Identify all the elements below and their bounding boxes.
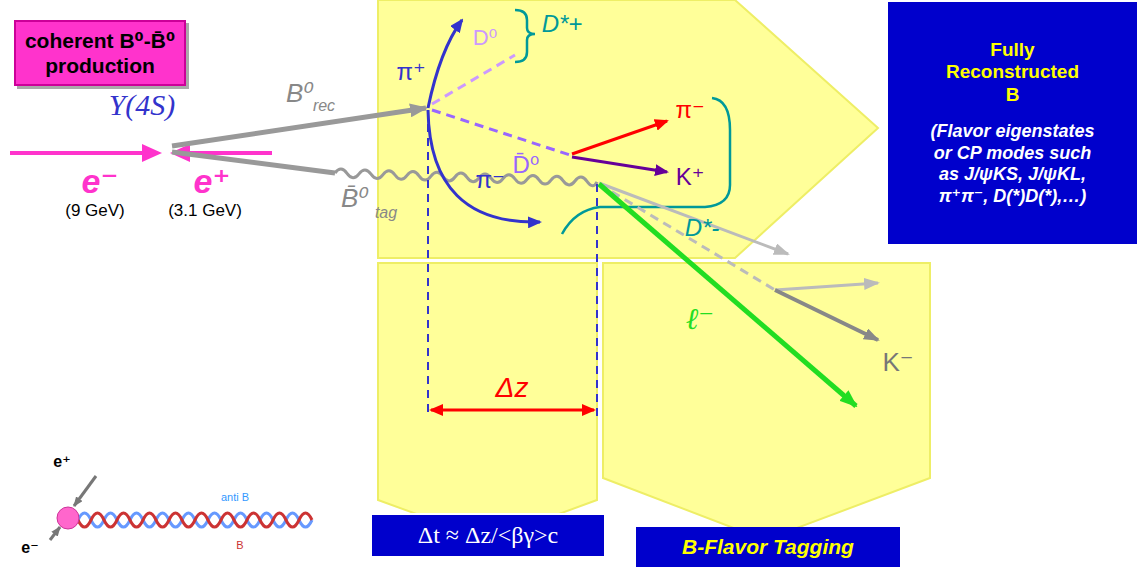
beam-label: e⁺: [194, 163, 231, 200]
box-body: (Flavor eigenstates or CP modes such as …: [927, 121, 1099, 207]
production-text: coherent B⁰-B̄⁰ production: [22, 28, 178, 78]
particle-label: D⁰: [473, 26, 498, 50]
particle-label: K⁺: [676, 164, 705, 190]
icon-label: anti B: [221, 491, 249, 503]
beam-label: e⁻: [82, 163, 119, 200]
meson-label: B⁰: [286, 79, 314, 108]
beam-energy: (9 GeV): [65, 202, 125, 221]
particle-label: D*-: [685, 215, 720, 241]
particle-label: D̄⁰: [513, 152, 540, 178]
particle-label: K⁻: [882, 348, 913, 377]
formula-text: Δt ≈ Δz/<βγ>c: [418, 521, 559, 550]
meson-subscript: tag: [375, 204, 397, 222]
icon-label: e⁺: [53, 453, 70, 471]
particle-label: π⁻: [475, 167, 504, 193]
reconstruction-box: Fully Reconstructed B (Flavor eigenstates…: [888, 2, 1137, 244]
production-box: coherent B⁰-B̄⁰ production: [14, 20, 186, 86]
icon-label: e⁻: [21, 539, 38, 557]
meson-label: B̄⁰: [341, 184, 369, 213]
formula-box: Δt ≈ Δz/<βγ>c: [370, 513, 606, 558]
particle-label: π⁺: [396, 59, 425, 85]
icon-label: B: [236, 539, 243, 551]
meson-subscript: rec: [313, 97, 335, 115]
beam-energy: (3.1 GeV): [168, 202, 242, 221]
resonance-label: Υ(4S): [109, 88, 176, 121]
tagging-text: B-Flavor Tagging: [682, 534, 854, 559]
distance-label: Δz: [496, 373, 529, 404]
particle-label: π⁻: [675, 97, 704, 123]
particle-label: D*+: [542, 11, 583, 37]
box-heading: Fully Reconstructed B: [938, 39, 1088, 107]
tagging-box: B-Flavor Tagging: [636, 527, 900, 567]
particle-label: ℓ⁻: [686, 302, 714, 335]
